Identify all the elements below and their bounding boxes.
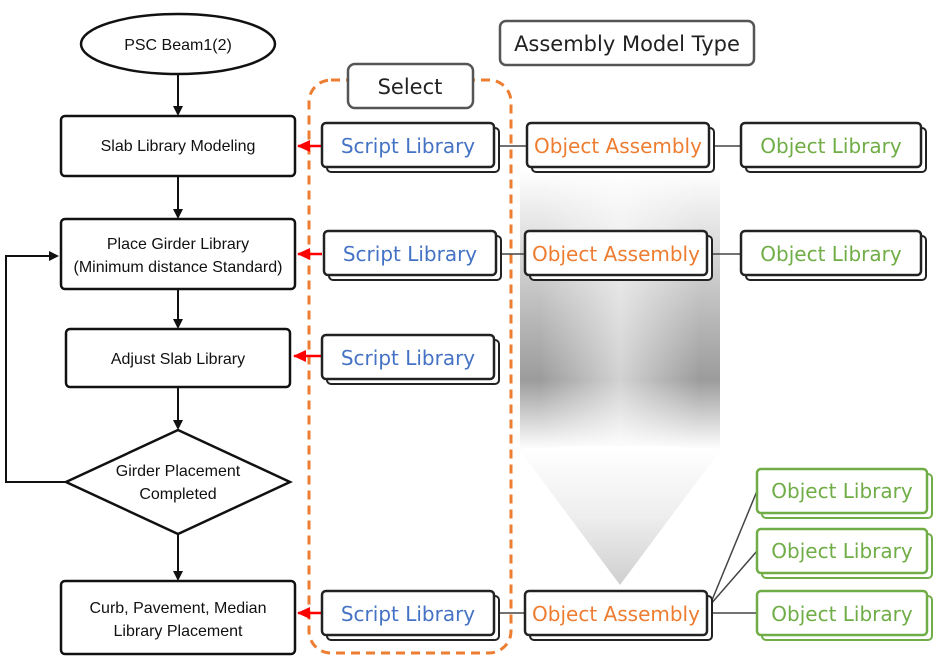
step-slab-library-modeling-label: Slab Library Modeling <box>101 138 256 155</box>
script-library-box[interactable] <box>320 121 496 169</box>
step-adjust-slab-library-label: Adjust Slab Library <box>111 351 245 368</box>
decision-girder-placement-label-2: Completed <box>139 486 216 503</box>
object-library-label: Object Library <box>760 242 902 266</box>
script-library-box[interactable] <box>320 589 496 637</box>
row-4: Script Library Object Assembly Object Li… <box>297 467 933 641</box>
script-library-box[interactable] <box>322 229 498 277</box>
object-assembly-box[interactable] <box>523 229 709 277</box>
object-library-box[interactable] <box>755 589 929 637</box>
decision-girder-placement <box>63 428 293 536</box>
step-place-girder-library-label-1: Place Girder Library <box>107 236 249 253</box>
select-label: Select <box>378 75 443 99</box>
object-library-label: Object Library <box>771 539 913 563</box>
step-curb-pavement-median-label-1: Curb, Pavement, Median <box>90 600 267 617</box>
script-library-label: Script Library <box>341 602 475 626</box>
step-place-girder-library <box>59 217 297 291</box>
script-library-label: Script Library <box>343 242 477 266</box>
object-assembly-label: Object Assembly <box>532 602 700 626</box>
big-down-arrow <box>518 170 722 585</box>
step-curb-pavement-median <box>59 579 297 656</box>
object-library-box[interactable] <box>755 467 929 515</box>
step-place-girder-library-label-2: (Minimum distance Standard) <box>74 259 283 276</box>
script-library-label: Script Library <box>341 346 475 370</box>
object-assembly-box[interactable] <box>525 121 711 169</box>
object-assembly-label: Object Assembly <box>534 134 702 158</box>
object-library-box[interactable] <box>739 121 923 169</box>
object-assembly-label: Object Assembly <box>532 242 700 266</box>
script-library-label: Script Library <box>341 134 475 158</box>
object-library-label: Object Library <box>760 134 902 158</box>
row-3: Script Library <box>293 333 500 385</box>
link-line <box>709 550 758 606</box>
row-2: Script Library Object Assembly Object Li… <box>297 229 927 281</box>
loop-back-connector <box>5 251 66 483</box>
link-line <box>709 490 758 606</box>
object-library-label: Object Library <box>771 602 913 626</box>
select-label-box <box>346 62 475 110</box>
start-terminal-label: PSC Beam1(2) <box>124 37 232 54</box>
object-library-box[interactable] <box>755 527 929 575</box>
decision-girder-placement-label-1: Girder Placement <box>116 463 241 480</box>
assembly-model-type-title: Assembly Model Type <box>514 32 740 56</box>
assembly-model-type-box <box>498 19 756 67</box>
object-assembly-box[interactable] <box>523 589 709 637</box>
script-library-box[interactable] <box>320 333 496 381</box>
step-curb-pavement-median-label-2: Library Placement <box>114 623 244 640</box>
object-library-box[interactable] <box>739 229 923 277</box>
row-1: Script Library Object Assembly Object Li… <box>297 121 927 173</box>
object-library-label: Object Library <box>771 479 913 503</box>
